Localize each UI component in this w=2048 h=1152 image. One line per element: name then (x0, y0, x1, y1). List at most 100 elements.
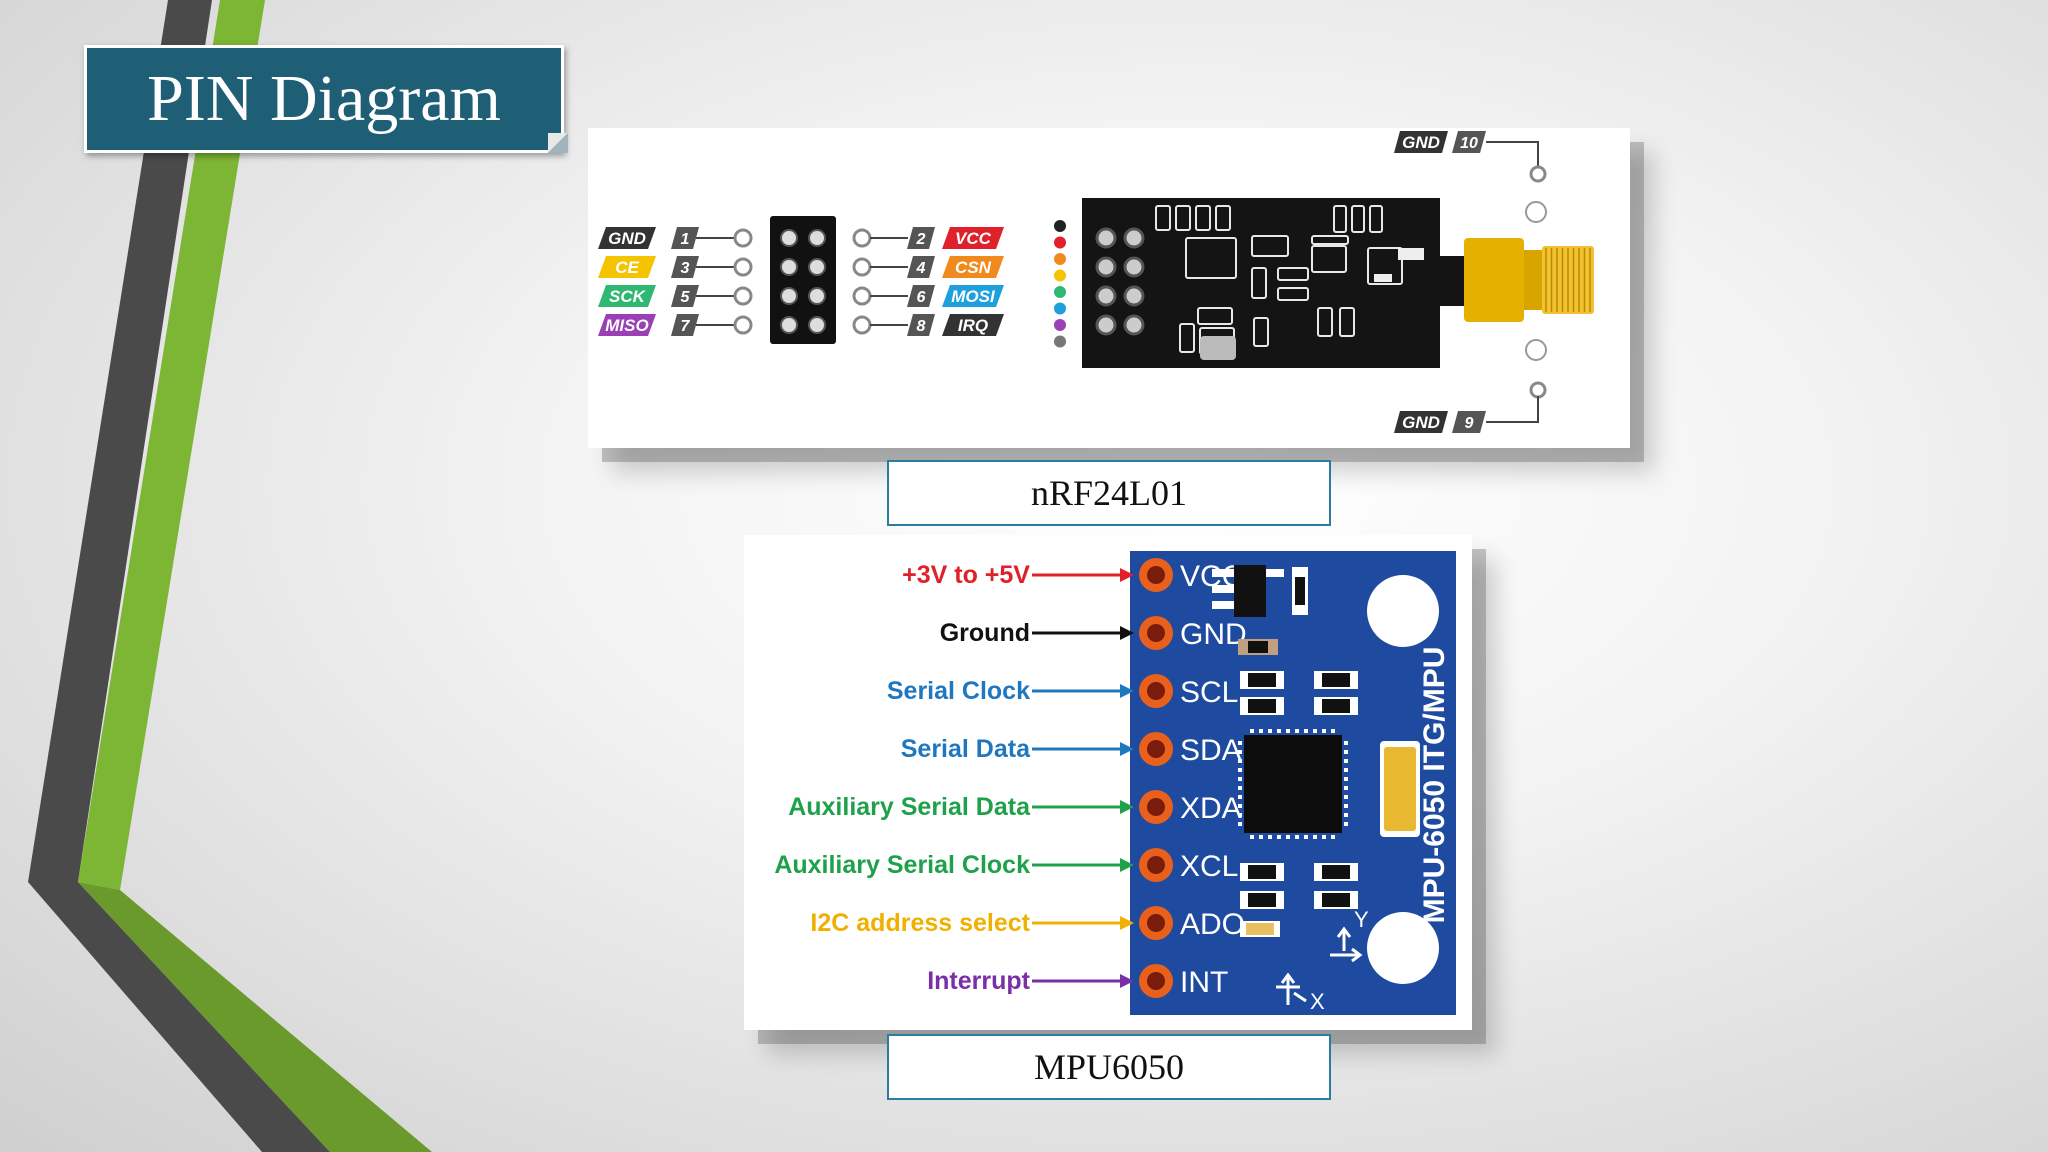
nrf-smd-component (1339, 307, 1355, 337)
nrf-header-pin (808, 287, 826, 305)
mpu-pin-description: Auxiliary Serial Clock (774, 851, 1030, 879)
mpu-chip-pin (1304, 729, 1308, 733)
mpu-reg-lead (1266, 569, 1284, 577)
nrf-smd-component (1311, 235, 1349, 245)
nrf-antenna-gnd-number: 10 (1460, 135, 1478, 152)
nrf-right-pin-number-bg (907, 256, 935, 278)
mpu-pin-hole (1147, 682, 1165, 700)
mpu-pin-name: XCL (1180, 850, 1238, 883)
mpu-chip-pin (1344, 741, 1348, 745)
nrf-gnd10-number-bg (1452, 131, 1486, 153)
nrf-smd-component (1251, 267, 1267, 299)
mpu-reg-lead (1212, 585, 1234, 593)
nrf-mount-hole (1525, 201, 1547, 223)
mpu-chip-pin (1268, 835, 1272, 839)
nrf-smd-component (1251, 235, 1289, 257)
nrf-gnd10-lead (1486, 141, 1539, 168)
mpu-pin-name: SCL (1180, 676, 1238, 709)
nrf-right-pin-number-bg (907, 227, 935, 249)
mpu-chip-pin (1259, 835, 1263, 839)
mpu-chip-pin (1344, 768, 1348, 772)
mpu-pin-arrowhead (1120, 858, 1134, 872)
nrf-left-pin-number: 7 (681, 318, 691, 335)
mpu-axis-x-label: X (1310, 989, 1325, 1014)
mpu-chip (1244, 735, 1342, 833)
mpu-smd-body (1248, 673, 1276, 687)
mpu-pin-hole (1147, 624, 1165, 642)
mpu-smd-body (1248, 699, 1276, 713)
mpu-chip-pin (1344, 786, 1348, 790)
nrf-numbered-dot (1054, 286, 1066, 298)
mpu-pin-hole (1147, 740, 1165, 758)
nrf-header-pin (808, 316, 826, 334)
title-corner-fold (548, 133, 568, 153)
nrf-numbered-dot (1054, 269, 1066, 282)
nrf-right-pin-label: MOSI (951, 287, 996, 306)
nrf-numbered-dot (1054, 253, 1066, 265)
mpu-chip-pin (1313, 729, 1317, 733)
mpu-pin-arrowhead (1120, 626, 1134, 640)
mpu-pin-description: +3V to +5V (902, 561, 1030, 589)
nrf-right-pin-label: IRQ (958, 316, 988, 335)
mpu-pin-description: Interrupt (927, 967, 1030, 995)
mpu-pin-name: SDA (1180, 734, 1242, 767)
nrf-right-pin-number-bg (907, 314, 935, 336)
mpu-pin-hole (1147, 798, 1165, 816)
nrf-module-pin (1123, 314, 1145, 336)
mpu-smd-body (1322, 893, 1350, 907)
nrf-gnd9-number-bg (1452, 411, 1486, 433)
y-axis-arrow-icon (1330, 926, 1363, 963)
nrf-header-pin (808, 229, 826, 247)
nrf-left-pin-number-bg (671, 256, 699, 278)
mpu-chip-pin (1238, 768, 1242, 772)
nrf-right-pin-label-bg (942, 285, 1004, 307)
mpu-smd-body (1322, 699, 1350, 713)
mpu-chip-pin (1344, 759, 1348, 763)
x-axis-arrow-icon (1276, 972, 1307, 1005)
nrf-module-pin (1123, 227, 1145, 249)
dark-band-lower (28, 882, 330, 1152)
nrf-smd-component (1215, 205, 1231, 231)
nrf-left-pad (733, 286, 753, 306)
nrf-right-pin-number: 4 (916, 260, 926, 277)
nrf-numbered-dot (1054, 220, 1066, 232)
nrf-left-pin-label-bg (598, 256, 656, 278)
nrf-left-pin-number: 1 (681, 231, 690, 248)
nrf-antenna-gnd-label: GND (1402, 413, 1440, 432)
nrf-smd-component (1175, 205, 1191, 231)
mpu-pin-hole (1147, 972, 1165, 990)
mpu-chip-pin (1277, 835, 1281, 839)
mpu-pin-name: ADO (1180, 908, 1245, 941)
mpu-chip-pin (1238, 786, 1242, 790)
mpu-pin-name: INT (1180, 966, 1228, 999)
mpu-regulator (1234, 565, 1266, 617)
nrf-header-pin (780, 316, 798, 334)
nrf-right-pad (852, 257, 872, 277)
nrf-smd-component (1367, 247, 1403, 285)
nrf-antenna-gnd-label: GND (1402, 133, 1440, 152)
nrf-smd-component (1195, 205, 1211, 231)
nrf-left-pin-number: 5 (681, 289, 691, 306)
mpu-chip-pin (1344, 813, 1348, 817)
nrf-gnd9-label-bg (1394, 411, 1448, 433)
nrf-module-pin (1123, 256, 1145, 278)
nrf-header-block (770, 216, 836, 344)
nrf-left-pin-label-bg (598, 285, 656, 307)
mpu-chip-pin (1304, 835, 1308, 839)
mpu-reg-lead (1212, 601, 1234, 609)
nrf-left-pin-label: SCK (609, 287, 647, 306)
nrf-smd-component (1351, 205, 1365, 233)
mpu-capacitor (1384, 747, 1416, 831)
nrf-smd-component (1277, 287, 1309, 301)
nrf-left-pad (733, 315, 753, 335)
nrf-right-pin-number: 6 (917, 289, 926, 306)
nrf-numbered-dot (1054, 335, 1066, 348)
mpu-smd-body (1248, 865, 1276, 879)
mpu-pin-arrowhead (1120, 568, 1134, 582)
mpu-chip-pin (1331, 729, 1335, 733)
nrf-header-pin (780, 229, 798, 247)
mpu-pin-name: XDA (1180, 792, 1242, 825)
nrf-module-pin (1123, 285, 1145, 307)
